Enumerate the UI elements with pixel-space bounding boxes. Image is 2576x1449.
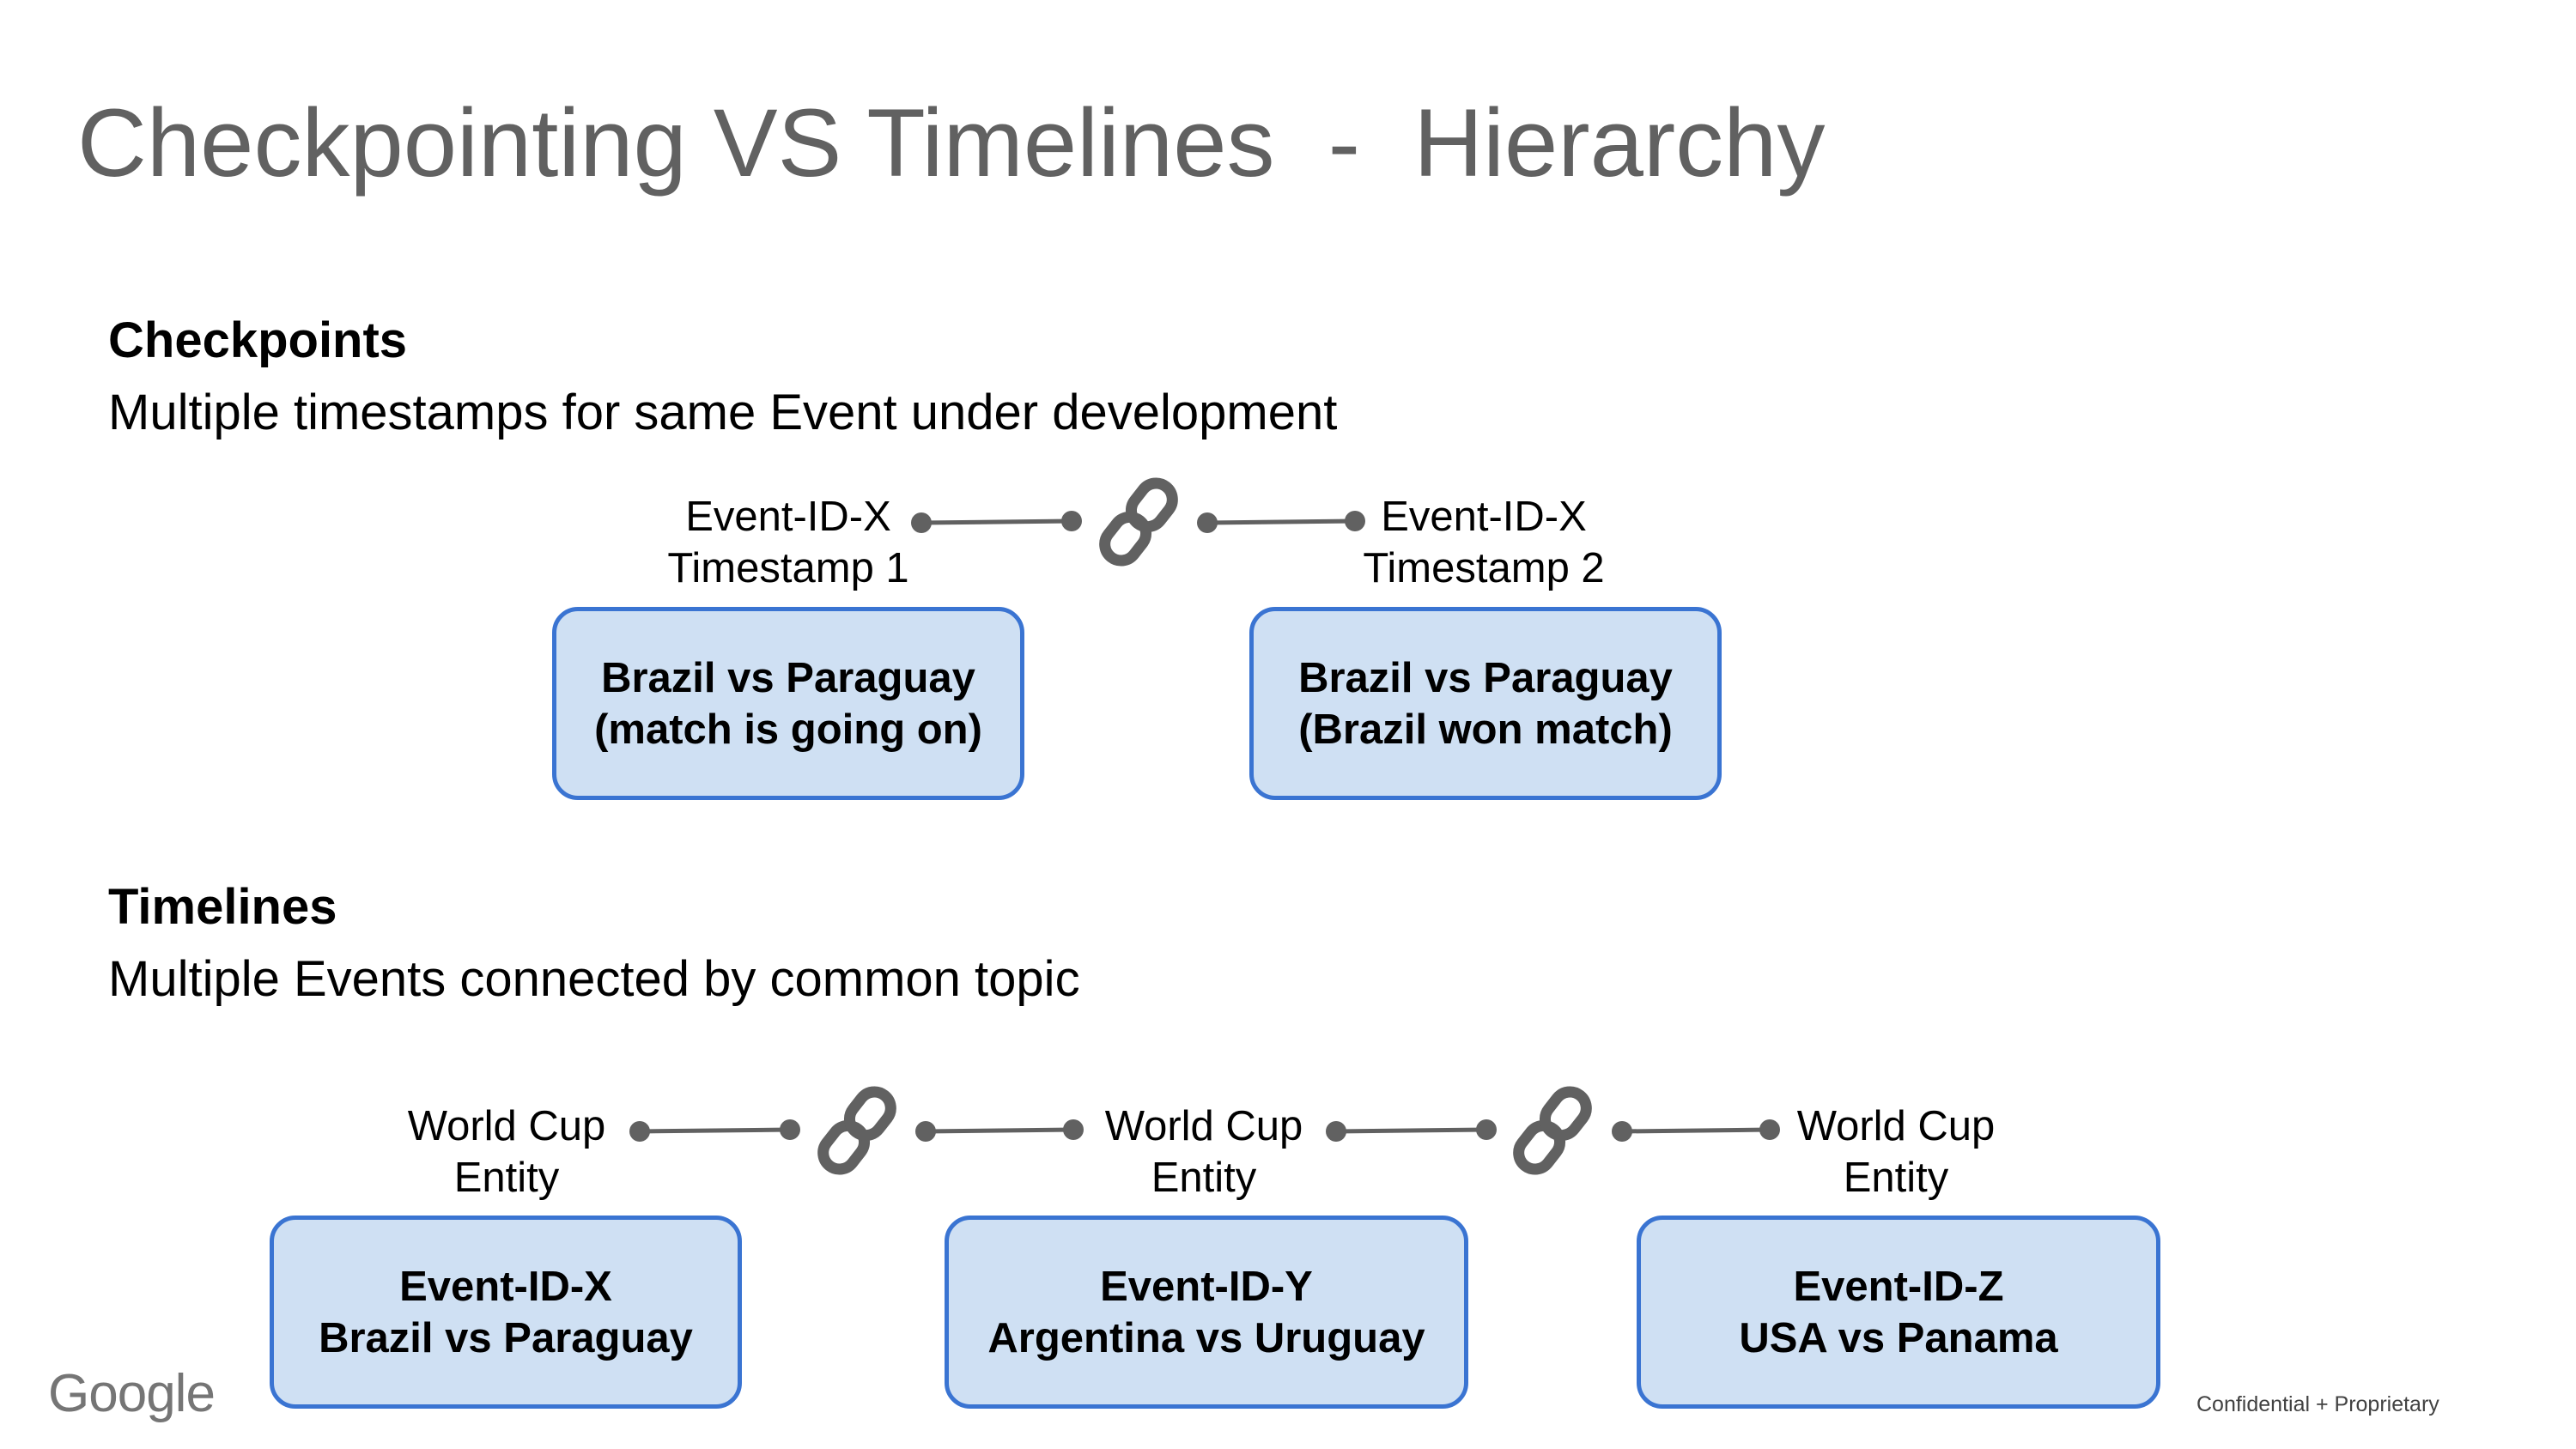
box-line: Event-ID-Z <box>1793 1263 2004 1310</box>
link-icon <box>817 1085 897 1175</box>
timeline-box-1: Event-ID-X Brazil vs Paraguay <box>270 1216 742 1409</box>
slide-title: Checkpointing VS Timelines - Hierarchy <box>77 89 1826 197</box>
timeline-box-3: Event-ID-Z USA vs Panama <box>1637 1216 2160 1409</box>
box-line: Event-ID-Y <box>1100 1263 1313 1310</box>
label-line: World Cup <box>407 1103 606 1149</box>
box-line: Event-ID-X <box>399 1263 612 1310</box>
link-icon <box>1098 476 1179 567</box>
box-line: Brazil vs Paraguay <box>319 1314 693 1361</box>
box-line: (Brazil won match) <box>1298 706 1673 753</box>
timeline-label-2: World Cup Entity <box>1024 1100 1384 1203</box>
label-line: Timestamp 2 <box>1363 545 1605 591</box>
box-line: Brazil vs Paraguay <box>601 654 975 701</box>
timeline-label-1: World Cup Entity <box>326 1100 687 1203</box>
checkpoints-subtitle: Multiple timestamps for same Event under… <box>108 385 1338 440</box>
checkpoint-box-1: Brazil vs Paraguay (match is going on) <box>552 607 1024 800</box>
checkpoint-label-2: Event-ID-X Timestamp 2 <box>1303 491 1664 594</box>
checkpoint-connector <box>911 511 1365 533</box>
label-line: World Cup <box>1796 1103 1996 1149</box>
label-line: Entity <box>1151 1155 1257 1201</box>
label-line: Event-ID-X <box>1381 494 1587 540</box>
google-logo: Google <box>48 1364 216 1423</box>
timeline-box-2: Event-ID-Y Argentina vs Uruguay <box>945 1216 1468 1409</box>
label-line: Entity <box>453 1155 560 1201</box>
box-line: (match is going on) <box>594 706 982 753</box>
timelines-subtitle: Multiple Events connected by common topi… <box>108 951 1080 1007</box>
box-line: Argentina vs Uruguay <box>987 1314 1425 1361</box>
timeline-connector-1 <box>629 1119 1084 1142</box>
timeline-connector-2 <box>1326 1119 1780 1142</box>
confidential-label: Confidential + Proprietary <box>2196 1392 2439 1416</box>
label-line: Entity <box>1843 1155 1949 1201</box>
link-icon <box>1512 1085 1593 1175</box>
checkpoints-heading: Checkpoints <box>108 312 408 368</box>
box-line: USA vs Panama <box>1739 1314 2058 1361</box>
label-line: Timestamp 1 <box>667 545 909 591</box>
label-line: World Cup <box>1104 1103 1303 1149</box>
checkpoint-box-2: Brazil vs Paraguay (Brazil won match) <box>1249 607 1722 800</box>
timeline-label-3: World Cup Entity <box>1716 1100 2076 1203</box>
box-line: Brazil vs Paraguay <box>1298 654 1673 701</box>
label-line: Event-ID-X <box>685 494 891 540</box>
checkpoint-label-1: Event-ID-X Timestamp 1 <box>608 491 969 594</box>
timelines-heading: Timelines <box>108 879 337 935</box>
